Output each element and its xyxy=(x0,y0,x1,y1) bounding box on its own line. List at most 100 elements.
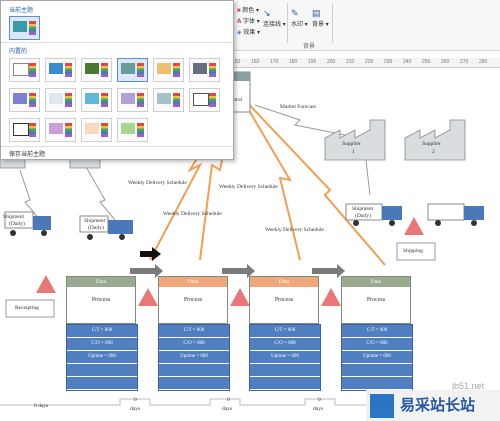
palette-icon: ■ xyxy=(237,8,241,14)
theme-thumb[interactable] xyxy=(189,88,220,112)
changeover-time: C/O = 000 xyxy=(159,338,229,351)
ribbon-divider xyxy=(287,3,288,43)
stats-empty-row xyxy=(159,377,229,390)
theme-swatch xyxy=(193,93,209,106)
color-button[interactable]: ■ 颜色 ▾ xyxy=(237,8,259,14)
process-header: Data xyxy=(250,277,318,287)
theme-swatch xyxy=(121,63,135,74)
weekly-schedule-label: Weekly Delivery Schedule xyxy=(163,211,222,217)
cycle-time: C/T = 000 xyxy=(67,325,137,338)
theme-thumb[interactable] xyxy=(117,88,148,112)
theme-colors xyxy=(101,93,108,107)
changeover-time: C/O = 000 xyxy=(250,338,320,351)
theme-swatch xyxy=(49,63,63,74)
theme-colors xyxy=(209,93,216,107)
push-arrow-head xyxy=(155,264,163,278)
timeline-days-num: 0 xyxy=(134,397,137,403)
theme-colors xyxy=(65,123,72,137)
process-stats: C/T = 000 C/O = 000 Uptime = 000 xyxy=(158,324,230,391)
theme-thumb[interactable] xyxy=(153,88,184,112)
timeline-days: days xyxy=(130,406,141,412)
info-line xyxy=(19,169,41,221)
theme-thumb[interactable] xyxy=(117,118,148,142)
supplier-1-number: 1 xyxy=(352,149,355,155)
ruler-tick: 230 xyxy=(384,59,393,65)
cycle-time: C/T = 000 xyxy=(342,325,412,338)
ribbon-group-label: 背景 xyxy=(303,44,316,50)
uptime: Uptime = 000 xyxy=(250,351,320,364)
theme-colors xyxy=(65,93,72,107)
theme-swatch xyxy=(157,93,171,104)
process-box[interactable]: Data Process xyxy=(66,276,136,324)
inventory-triangle xyxy=(230,288,250,306)
supplier-1-label: Supplier xyxy=(342,141,361,147)
cycle-time: C/T = 000 xyxy=(250,325,320,338)
theme-thumb[interactable] xyxy=(81,118,112,142)
theme-thumb[interactable] xyxy=(81,88,112,112)
timeline xyxy=(0,398,395,406)
receiving-label: Receipting xyxy=(15,305,39,311)
background-button[interactable]: ▤ 背景 ▾ xyxy=(312,8,329,28)
theme-thumb-selected[interactable] xyxy=(117,58,148,82)
timeline-days-num: 0 xyxy=(227,397,230,403)
truck-wheel xyxy=(435,220,441,226)
receiving-box xyxy=(5,299,55,318)
theme-swatch xyxy=(49,93,63,104)
supplier-factory xyxy=(324,119,386,161)
material-arrow-head xyxy=(152,247,161,261)
current-theme-thumb[interactable] xyxy=(9,16,40,40)
truck-wheel xyxy=(119,234,125,240)
market-forecast-line xyxy=(254,104,346,136)
theme-swatch xyxy=(85,93,99,104)
theme-thumb[interactable] xyxy=(81,58,112,82)
ruler-tick: 160 xyxy=(251,59,260,65)
ruler-tick: 270 xyxy=(460,59,469,65)
font-button[interactable]: A 字体 ▾ xyxy=(237,19,260,25)
theme-thumb[interactable] xyxy=(153,58,184,82)
process-stats: C/T = 000 C/O = 000 Uptime = 000 xyxy=(341,324,413,391)
supplier-2-number: 2 xyxy=(432,149,435,155)
supplier-2-label: Supplier xyxy=(422,141,441,147)
theme-thumb[interactable] xyxy=(189,58,220,82)
effect-button[interactable]: ◈ 效果 ▾ xyxy=(237,30,260,36)
theme-swatch xyxy=(193,63,207,74)
theme-swatch xyxy=(49,123,63,134)
process-box[interactable]: Data Process xyxy=(341,276,411,324)
current-theme-title: 当前主题 xyxy=(9,7,34,14)
truck-wheel xyxy=(41,230,47,236)
theme-thumb[interactable] xyxy=(45,58,76,82)
builtin-theme-title: 内置的 xyxy=(9,48,28,55)
changeover-time: C/O = 000 xyxy=(67,338,137,351)
watermark-button[interactable]: ✎ 水印 ▾ xyxy=(291,8,308,28)
save-theme-button[interactable]: 保存当前主题 xyxy=(9,151,46,158)
watermark-url: jb51.net xyxy=(452,381,485,391)
shipment-sub-label: (Daily) xyxy=(88,225,104,231)
theme-thumb[interactable] xyxy=(9,118,40,142)
connector-button[interactable]: ↘ 连接线 ▾ xyxy=(263,8,286,28)
timeline-days: days xyxy=(313,406,324,412)
truck-wheel xyxy=(10,230,16,236)
market-forecast-label: Market Forecast xyxy=(280,104,316,110)
theme-colors xyxy=(29,123,36,137)
theme-thumb[interactable] xyxy=(9,88,40,112)
theme-colors xyxy=(173,93,180,107)
process-box[interactable]: Data Process xyxy=(158,276,228,324)
panel-divider xyxy=(1,146,233,147)
uptime: Uptime = 000 xyxy=(67,351,137,364)
shipment-label: Shipment xyxy=(352,206,374,212)
theme-thumb[interactable] xyxy=(45,118,76,142)
push-arrow-head xyxy=(247,264,255,278)
process-header: Data xyxy=(67,277,135,287)
background-icon: ▤ xyxy=(312,8,321,18)
process-stats: C/T = 000 C/O = 000 Uptime = 000 xyxy=(249,324,321,391)
inventory-triangle xyxy=(138,288,158,306)
weekly-schedule-label: Weekly Delivery Schedule xyxy=(219,184,278,190)
cycle-time: C/T = 000 xyxy=(159,325,229,338)
theme-thumb[interactable] xyxy=(9,58,40,82)
process-box[interactable]: Data Process xyxy=(249,276,319,324)
stats-empty-row xyxy=(342,364,412,377)
theme-thumb[interactable] xyxy=(45,88,76,112)
truck-cab xyxy=(33,216,51,230)
shipment-label: Shipment xyxy=(84,218,106,224)
shipment-sub-label: (Daily) xyxy=(9,221,25,227)
